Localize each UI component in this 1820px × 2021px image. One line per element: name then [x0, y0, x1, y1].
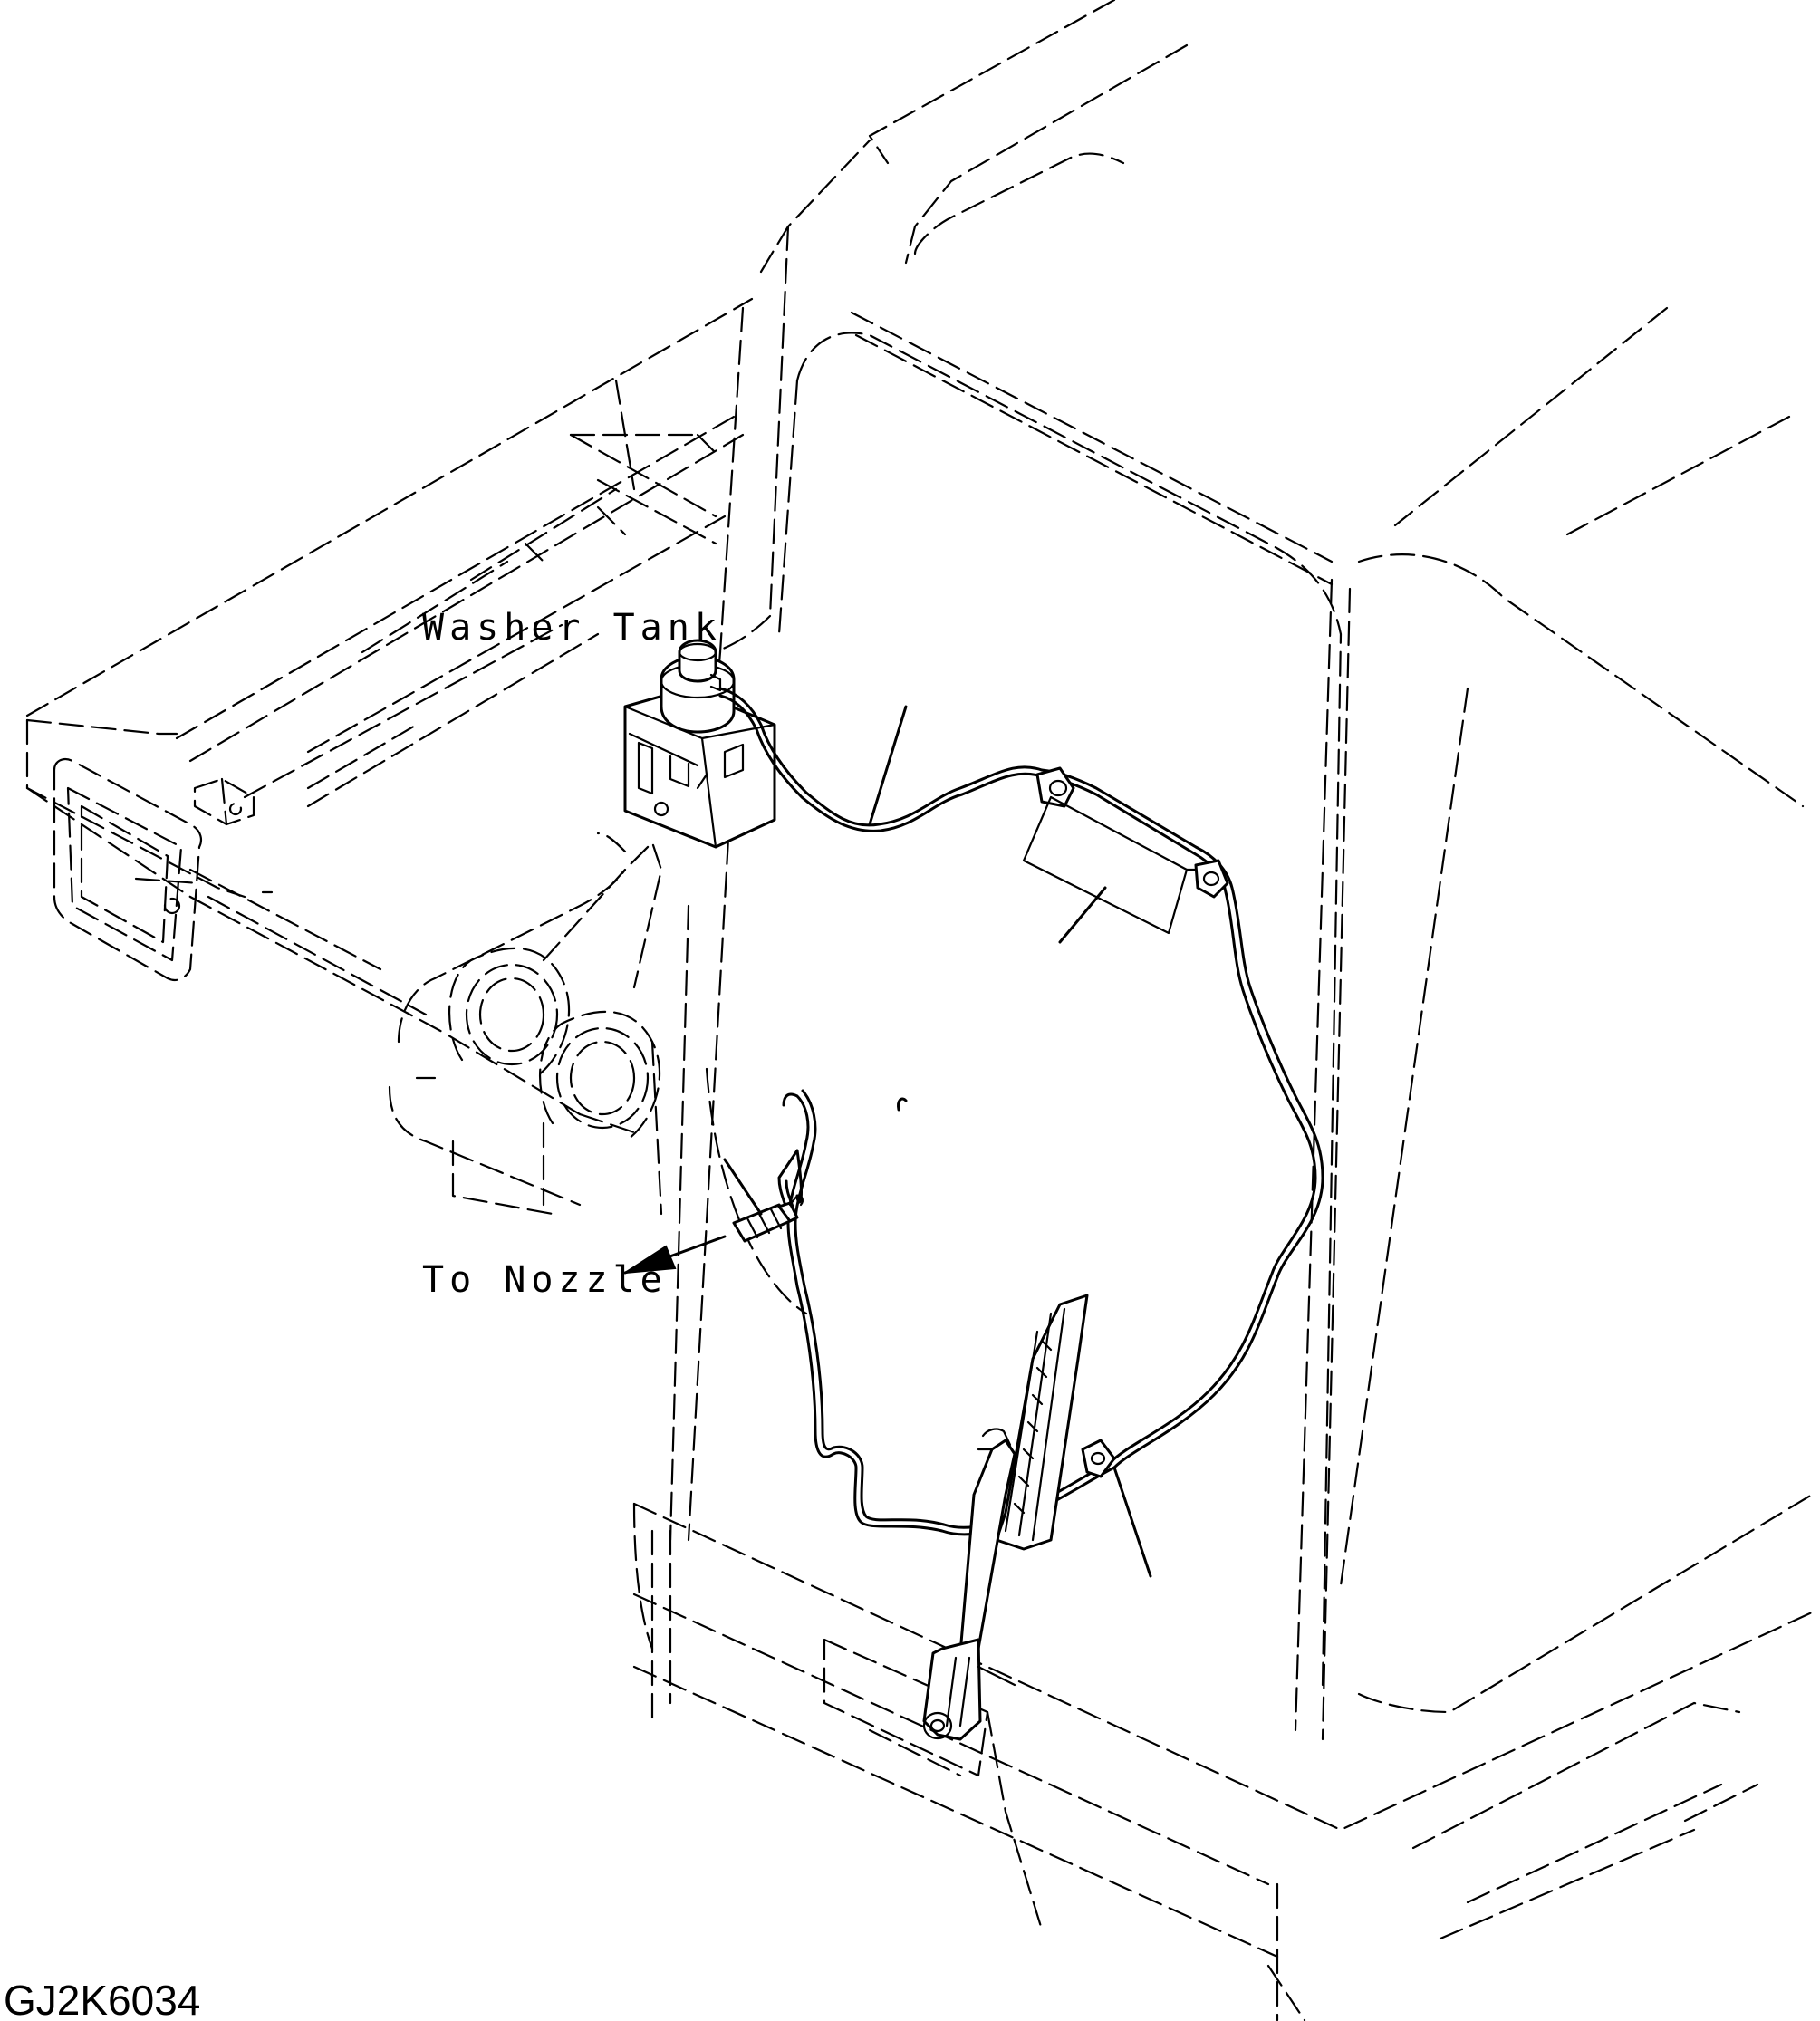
cab-outline — [632, 0, 1814, 2021]
hose-clamps — [1022, 766, 1229, 1478]
leader-lines — [623, 705, 1152, 1578]
wiper-assembly — [922, 1294, 1089, 1741]
washer-tank-label: Washer Tank — [422, 607, 722, 649]
to-nozzle-label: To Nozzle — [422, 1259, 668, 1301]
to-nozzle-arrowhead — [624, 1245, 677, 1274]
washer-hose — [718, 687, 1324, 1536]
chassis-frame — [25, 297, 754, 1216]
figure-code: GJ2K6034 — [4, 1977, 200, 2021]
washer-tank — [623, 639, 776, 849]
nozzle-connector — [732, 1194, 804, 1243]
